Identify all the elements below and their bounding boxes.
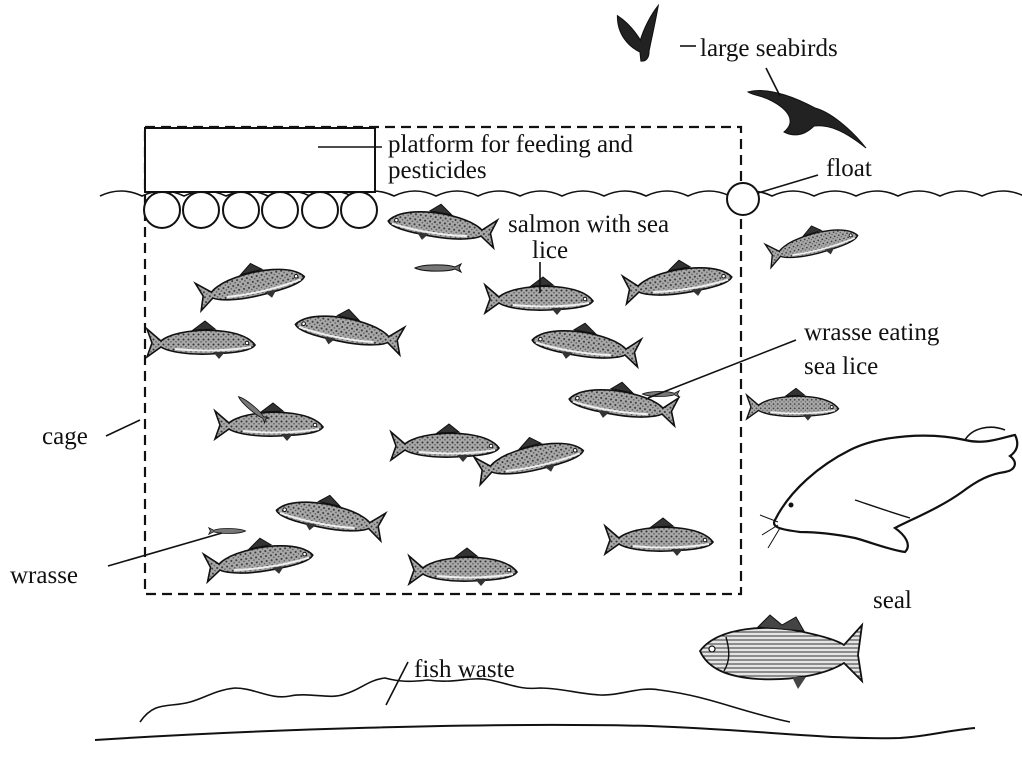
label-platform-line1: platform for feeding and	[388, 132, 633, 157]
label-wrasse-eating-line1: wrasse eating	[804, 320, 939, 345]
seal-icon	[760, 427, 1017, 552]
label-wrasse-eating-line2: sea lice	[804, 354, 878, 379]
platform-floats	[144, 192, 377, 228]
float-buoy	[727, 183, 759, 215]
label-float: float	[826, 156, 872, 181]
striped-bass-icon	[700, 615, 862, 689]
salmon-group	[147, 197, 734, 586]
label-large-seabirds: large seabirds	[700, 36, 838, 61]
label-cage: cage	[42, 424, 88, 449]
label-fish-waste: fish waste	[414, 657, 515, 682]
feeding-platform	[145, 128, 375, 192]
label-platform-line2: pesticides	[388, 158, 487, 183]
label-salmon-line1: salmon with sea	[508, 212, 669, 237]
sea-floor	[95, 725, 975, 740]
label-wrasse: wrasse	[10, 563, 78, 588]
label-seal: seal	[873, 588, 912, 613]
label-salmon-line2: lice	[532, 238, 568, 263]
fish-waste-mound	[140, 678, 790, 722]
